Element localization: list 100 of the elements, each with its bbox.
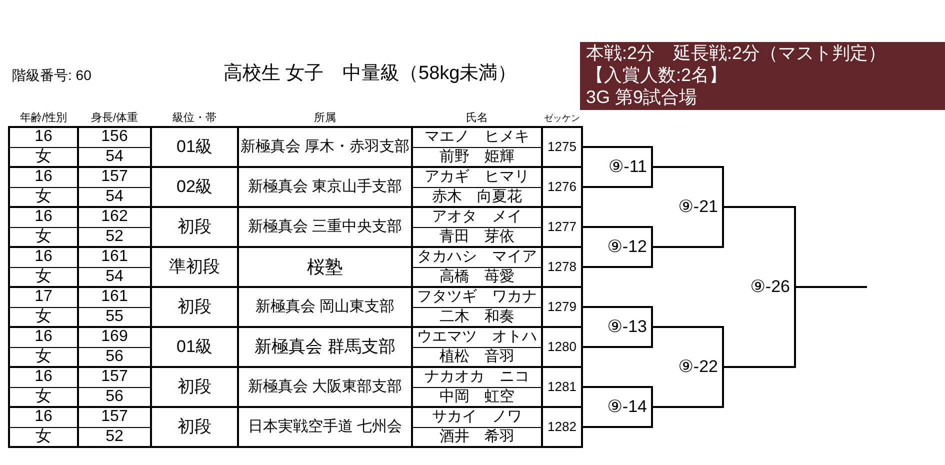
sex-value: 女 (9, 347, 78, 367)
weight-value: 54 (78, 147, 151, 167)
match-number: ⑨-12 (596, 237, 652, 257)
age-value: 16 (9, 207, 78, 227)
bib-number: 1277 (542, 207, 582, 247)
match-number: ⑨-11 (596, 157, 652, 177)
weight-value: 52 (78, 427, 151, 447)
height-value: 157 (78, 367, 151, 387)
name-kana: ウエマツ オトハ (412, 327, 542, 347)
bracket-line (652, 166, 724, 207)
dojo-name: 日本実戦空手道 七州会 (238, 407, 412, 447)
bracket-line (652, 207, 724, 248)
dojo-name: 桜塾 (238, 247, 412, 287)
sex-value: 女 (9, 187, 78, 207)
name-kana: ナカオカ ニコ (412, 367, 542, 387)
age-value: 16 (9, 247, 78, 267)
dojo-name: 新極真会 大阪東部支部 (238, 367, 412, 407)
bracket-line (582, 247, 653, 268)
bib-number: 1279 (542, 287, 582, 327)
bracket-line (723, 287, 796, 368)
name-kanji: 青田 芽依 (412, 227, 542, 247)
rank-value: 02級 (151, 167, 238, 207)
weight-value: 54 (78, 267, 151, 287)
bib-number: 1278 (542, 247, 582, 287)
bracket-line (652, 326, 724, 367)
height-value: 169 (78, 327, 151, 347)
name-kanji: 二木 和奏 (412, 307, 542, 327)
bracket-line (582, 306, 653, 327)
height-value: 157 (78, 407, 151, 427)
rank-value: 初段 (151, 367, 238, 407)
sex-value: 女 (9, 267, 78, 287)
column-header: 年齢/性別 (9, 107, 78, 127)
match-number: ⑨-26 (739, 277, 795, 297)
court-name: 3G 第9試合場 (586, 86, 698, 108)
rank-value: 準初段 (151, 247, 238, 287)
page-title: 高校生 女子 中量級（58kg未満） (222, 62, 518, 86)
height-value: 161 (78, 287, 151, 307)
sex-value: 女 (9, 427, 78, 447)
sex-value: 女 (9, 147, 78, 167)
sex-value: 女 (9, 227, 78, 247)
bracket-line (582, 226, 653, 247)
name-kana: サカイ ノワ (412, 407, 542, 427)
class-number: 階級番号: 60 (12, 66, 92, 84)
bracket-line (795, 286, 867, 288)
weight-value: 56 (78, 347, 151, 367)
name-kana: アオタ メイ (412, 207, 542, 227)
bib-number: 1280 (542, 327, 582, 367)
age-value: 16 (9, 327, 78, 347)
dojo-name: 新極真会 三重中央支部 (238, 207, 412, 247)
age-value: 16 (9, 407, 78, 427)
match-number: ⑨-13 (596, 317, 652, 337)
rank-value: 初段 (151, 407, 238, 447)
rank-value: 01級 (151, 127, 238, 167)
column-header: 級位・帯 (151, 107, 238, 127)
weight-value: 55 (78, 307, 151, 327)
rank-value: 初段 (151, 287, 238, 327)
column-header: 身長/体重 (78, 107, 151, 127)
name-kanji: 高橋 苺愛 (412, 267, 542, 287)
match-number: ⑨-22 (667, 357, 723, 377)
name-kanji: 酒井 希羽 (412, 427, 542, 447)
dojo-name: 新極真会 岡山東支部 (238, 287, 412, 327)
bracket-line (723, 206, 796, 287)
name-kana: マエノ ヒメキ (412, 127, 542, 147)
bracket-line (582, 407, 653, 428)
height-value: 157 (78, 167, 151, 187)
prize-count: 【入賞人数:2名】 (586, 64, 728, 86)
bracket-line (582, 146, 653, 167)
age-value: 16 (9, 167, 78, 187)
bracket-line (582, 167, 653, 188)
height-value: 161 (78, 247, 151, 267)
column-header: 所属 (238, 107, 412, 127)
name-kanji: 中岡 虹空 (412, 387, 542, 407)
sex-value: 女 (9, 307, 78, 327)
name-kanji: 赤木 向夏花 (412, 187, 542, 207)
age-value: 16 (9, 127, 78, 147)
sex-value: 女 (9, 387, 78, 407)
name-kanji: 前野 姫輝 (412, 147, 542, 167)
name-kana: フタツギ ワカナ (412, 287, 542, 307)
bib-number: 1275 (542, 127, 582, 167)
bib-number: 1281 (542, 367, 582, 407)
dojo-name: 新極真会 厚木・赤羽支部 (238, 127, 412, 167)
age-value: 16 (9, 367, 78, 387)
rank-value: 初段 (151, 207, 238, 247)
match-number: ⑨-21 (667, 197, 723, 217)
height-value: 156 (78, 127, 151, 147)
bracket-line (652, 367, 724, 408)
name-kanji: 植松 音羽 (412, 347, 542, 367)
bib-number: 1282 (542, 407, 582, 447)
bib-number: 1276 (542, 167, 582, 207)
bracket-line (582, 327, 653, 348)
weight-value: 54 (78, 187, 151, 207)
match-time-rules: 本戦:2分 延長戦:2分（マスト判定） (586, 42, 888, 64)
weight-value: 56 (78, 387, 151, 407)
column-header: ゼッケン (542, 107, 582, 127)
rank-value: 01級 (151, 327, 238, 367)
dojo-name: 新極真会 群馬支部 (238, 327, 412, 367)
name-kana: タカハシ マイア (412, 247, 542, 267)
column-header: 氏名 (412, 107, 542, 127)
weight-value: 52 (78, 227, 151, 247)
height-value: 162 (78, 207, 151, 227)
